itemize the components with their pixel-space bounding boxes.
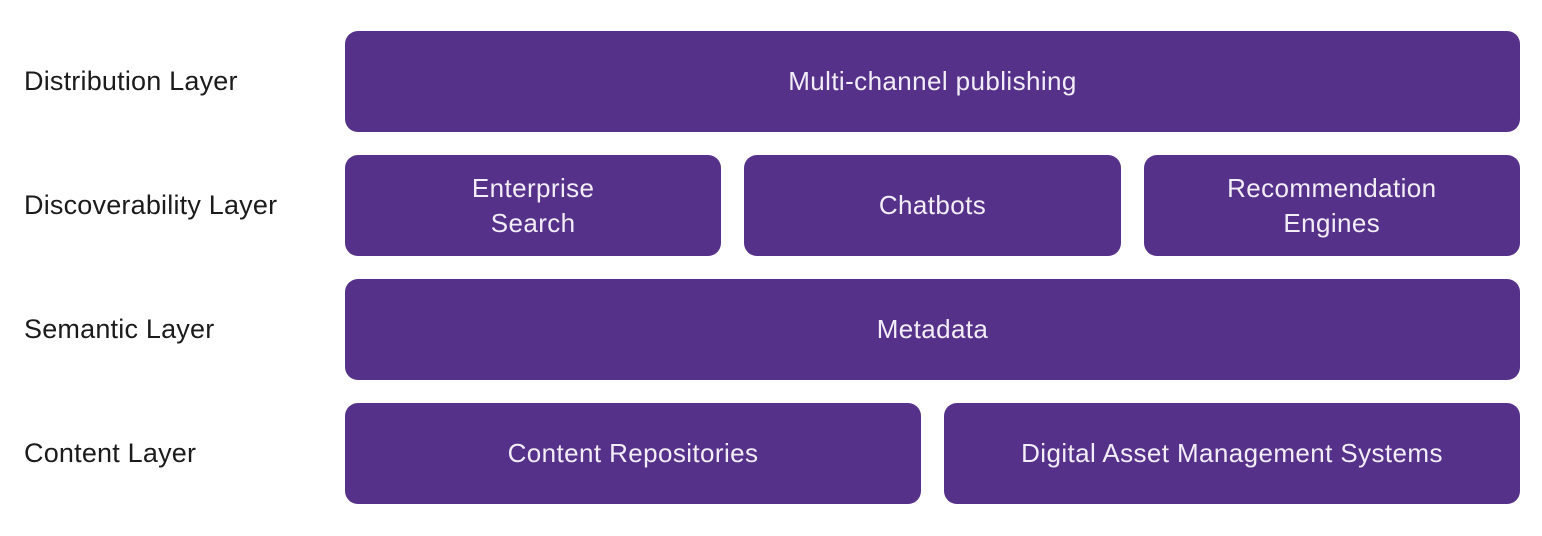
layer-stack: Distribution Layer Multi-channel publishi… bbox=[0, 31, 1542, 504]
layer-box: Metadata bbox=[345, 279, 1520, 380]
layer-label: Discoverability Layer bbox=[24, 190, 278, 220]
layer-boxes: Metadata bbox=[345, 279, 1520, 380]
layer-label: Semantic Layer bbox=[24, 314, 215, 344]
layer-box: Content Repositories bbox=[345, 403, 921, 504]
layer-box: Digital Asset Management Systems bbox=[944, 403, 1520, 504]
layer-box: Enterprise Search bbox=[345, 155, 722, 256]
layer-row: Distribution Layer Multi-channel publishi… bbox=[0, 31, 1542, 132]
layer-row: Semantic Layer Metadata bbox=[0, 279, 1542, 380]
layer-label: Content Layer bbox=[24, 438, 197, 468]
layer-box: Chatbots bbox=[744, 155, 1121, 256]
layer-box: Recommendation Engines bbox=[1143, 155, 1520, 256]
layer-box: Multi-channel publishing bbox=[345, 31, 1520, 132]
layer-label: Distribution Layer bbox=[24, 66, 238, 96]
layer-boxes: Multi-channel publishing bbox=[345, 31, 1520, 132]
